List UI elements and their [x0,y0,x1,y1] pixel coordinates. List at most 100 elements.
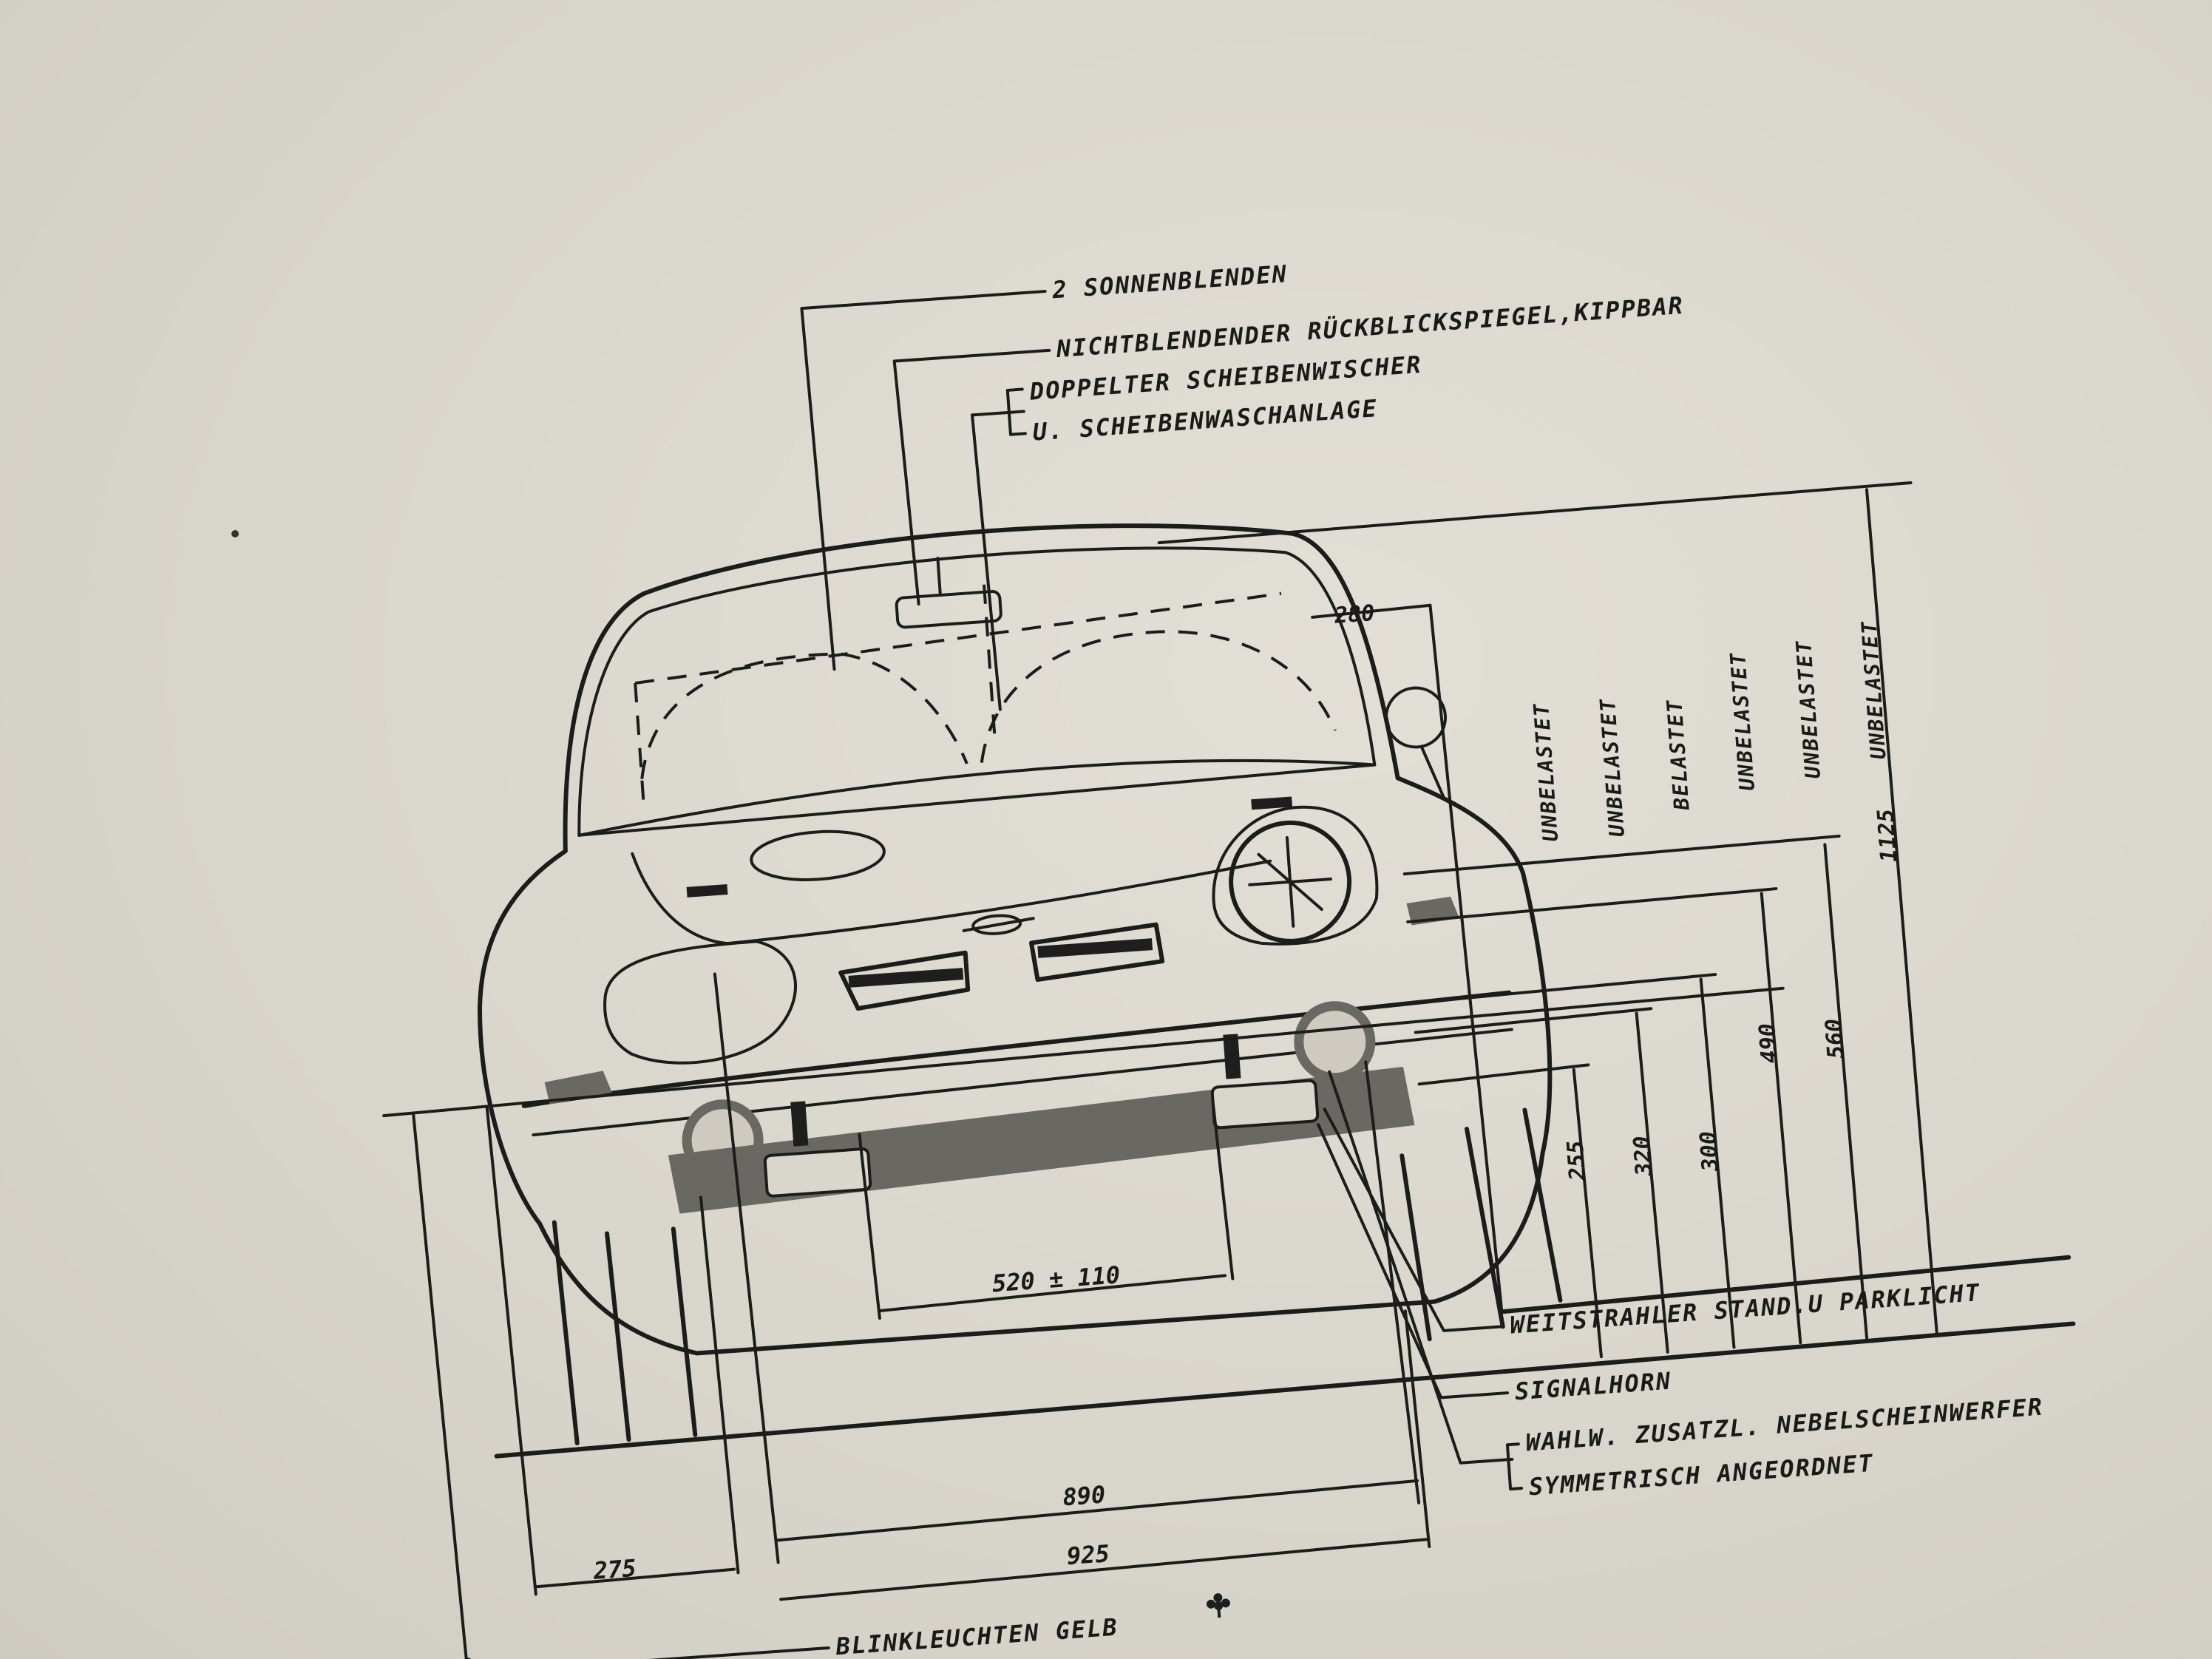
dim-300: 300 [1695,1130,1724,1173]
dim-line-280 [1311,603,1432,619]
ext-indicator [382,986,1785,1118]
ext-300 [1411,973,1717,1005]
drawing-group: 255 320 300 490 560 1125 UNBELASTET UNBE… [382,259,2076,1659]
label-mirror: NICHTBLENDENDER RÜCKBLICKSPIEGEL,KIPPBAR [1055,291,1685,363]
dim-line-280-ext [1428,603,1504,1314]
leader-mirror [892,348,1051,606]
status-v3: BELASTET [1662,698,1694,812]
grille-right-slot [1037,938,1153,958]
right-inner-wheel [1400,1153,1432,1342]
left-wheel [552,1220,631,1446]
flower-asterisk-icon [1206,1593,1230,1618]
dim-line-300 [1699,977,1736,1349]
windshield-outline [577,546,1377,837]
visor-left-edge [634,682,645,801]
side-mirror [1385,686,1448,749]
dim-925: 925 [1066,1539,1110,1570]
dim-line-560 [1823,843,1869,1340]
ext-255 [1417,1063,1590,1086]
left-inner-wheel [671,1227,698,1437]
leader-lights [1323,1107,1504,1332]
status-v5: UNBELASTET [1791,639,1825,779]
dim-line-890 [775,1479,1419,1542]
body-outline [478,776,1553,1356]
dust-speck [231,530,239,537]
left-vent [686,884,728,898]
left-headlamp-pod [603,940,797,1065]
right-parking-light [1210,1079,1320,1130]
left-parking-light [763,1147,872,1198]
roof-outline [563,523,1400,854]
left-overrider [790,1101,809,1147]
dim-line-520 [878,1274,1227,1313]
fog-bracket [1505,1442,1524,1491]
leader-sun-visors [800,290,1047,671]
dim-line-275 [534,1567,736,1589]
ext-560 [1402,834,1841,876]
mirror-stem [936,557,942,597]
status-v2: UNBELASTET [1595,697,1629,838]
hood-scoop [750,830,886,881]
hood-line [577,759,1377,837]
left-indicator [544,1071,612,1105]
wiper-sweep-left [640,652,968,779]
dim-890: 890 [1062,1480,1106,1511]
leader-indicators [412,1112,830,1659]
emblem-bar [962,917,1035,932]
dim-520: 520 ± 110 [991,1261,1122,1297]
dim-560: 560 [1821,1018,1850,1059]
dim-1125: 1125 [1873,808,1902,864]
leader-fog [1328,1070,1514,1465]
hood-inner [631,852,1272,946]
ext-490 [1406,887,1778,923]
grille-left [838,950,971,1011]
right-headlamp-lens [1248,836,1332,928]
ext-520-right [1211,1100,1235,1280]
dim-line-1125 [1865,488,1938,1335]
leader-wiper [970,410,1025,711]
grille-left-slot [848,968,964,988]
status-v4: UNBELASTET [1726,651,1760,791]
wiper-sweep-right [980,630,1337,763]
dim-275: 275 [591,1554,637,1585]
grille-right [1029,922,1165,983]
dim-280: 280 [1333,600,1375,629]
wiper-axis [983,584,997,740]
wiper-bracket [1005,387,1027,436]
ext-top [1157,481,1913,545]
status-v1: UNBELASTET [1529,702,1563,842]
leader-horn [1317,1123,1510,1400]
status-v6: UNBELASTET [1856,620,1890,760]
label-horn: SIGNALHORN [1514,1367,1673,1406]
right-wheel [1464,1107,1563,1329]
visor-outline [634,591,1282,685]
ext-925-right [1403,1309,1431,1548]
side-mirror-stem [1419,745,1445,799]
label-fog-2: SYMMETRISCH ANGEORDNET [1528,1449,1875,1502]
right-overrider [1223,1034,1241,1079]
label-fog-1: WAHLW. ZUSATZL. NEBELSCHEINWERFER [1524,1393,2044,1457]
opel-emblem [971,914,1022,935]
right-headlamp [1229,820,1352,943]
right-headlamp-pod [1212,805,1379,946]
dim-320: 320 [1629,1135,1658,1177]
ext-520-left [858,1133,881,1320]
ext-left-lamp [713,972,780,1564]
mirror-shape [895,590,1002,629]
label-indicators: BLINKLEUCHTEN GELB [834,1613,1119,1659]
dim-255: 255 [1562,1139,1591,1181]
dim-line-255 [1572,1068,1603,1359]
ground-line [494,1321,2076,1459]
dim-line-925 [779,1537,1431,1601]
ext-275-left [485,1107,537,1596]
label-sun-visors: 2 SONNENBLENDEN [1051,259,1289,304]
dim-490: 490 [1754,1022,1783,1064]
dim-line-320 [1635,1011,1669,1354]
ext-right-lamp [1364,1060,1421,1504]
ext-320 [1414,1007,1653,1034]
dim-line-490 [1760,892,1802,1345]
ext-275-right [699,1195,740,1575]
right-vent [1251,796,1293,810]
